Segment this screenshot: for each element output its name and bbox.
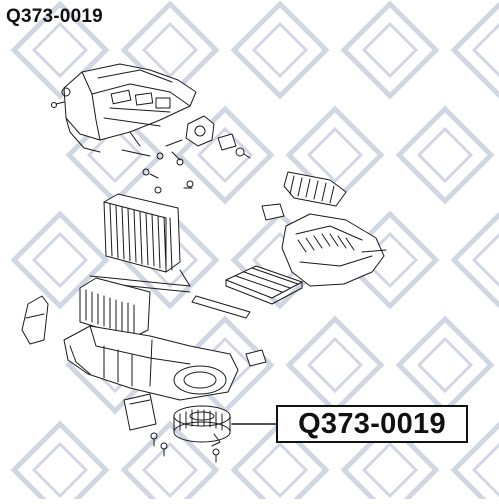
watermark-tile [450, 421, 499, 504]
watermark-tile-inner [86, 126, 144, 184]
mounting-screws [150, 432, 220, 463]
evaporator-core [103, 193, 181, 273]
watermark-tile-inner [306, 126, 364, 184]
watermark-tile [10, 0, 110, 100]
watermark-tile-inner [416, 336, 474, 394]
lower-main-case [63, 325, 239, 401]
watermark-tile [120, 420, 220, 504]
watermark-tile [10, 210, 110, 310]
sensor-block [261, 203, 285, 221]
watermark-tile-inner [31, 441, 89, 499]
cabin-air-filter [225, 265, 303, 305]
watermark-tile [10, 420, 110, 504]
callout-label: Q373-0019 [298, 407, 446, 440]
part-number-title: Q373-0019 [6, 6, 103, 27]
link-rod [121, 139, 184, 166]
watermark-tile-inner [306, 336, 364, 394]
screw-small [142, 168, 194, 194]
motor-bracket [123, 393, 157, 431]
watermark-tile [450, 211, 499, 309]
watermark-tile [340, 420, 440, 504]
watermark-tile-inner [361, 441, 419, 499]
watermark-tile-inner [251, 21, 309, 79]
blower-upper-case [281, 213, 387, 287]
watermark-tile-inner [31, 231, 89, 289]
intake-grille [283, 171, 347, 207]
watermark-tile-inner [416, 126, 474, 184]
watermark-tile [395, 105, 495, 205]
watermark-tile [340, 0, 440, 100]
upper-distribution-housing [51, 63, 197, 153]
resistor-module [245, 349, 267, 367]
actuator-temperature [217, 133, 251, 159]
watermark-tile-inner [141, 21, 199, 79]
watermark-tile-inner [31, 21, 89, 79]
watermark-tile-inner [196, 126, 254, 184]
watermark-tile-inner [141, 441, 199, 499]
watermark-layer [10, 0, 499, 504]
watermark-tile [450, 1, 499, 99]
watermark-tile [285, 315, 385, 415]
watermark-tile-inner [471, 22, 499, 78]
drain-strip [191, 295, 251, 319]
watermark-tile-inner [471, 442, 499, 498]
watermark-tile-inner [361, 21, 419, 79]
watermark-tile [395, 315, 495, 415]
blower-motor-assembly [173, 405, 231, 447]
side-bracket [21, 295, 49, 345]
heater-core [79, 277, 151, 339]
actuator-mode-door [185, 115, 215, 147]
watermark-tile-inner [471, 232, 499, 288]
watermark-tile [230, 420, 330, 504]
part-number-callout: Q373-0019 [276, 405, 468, 443]
watermark-tile-inner [251, 441, 309, 499]
watermark-tile [230, 0, 330, 100]
